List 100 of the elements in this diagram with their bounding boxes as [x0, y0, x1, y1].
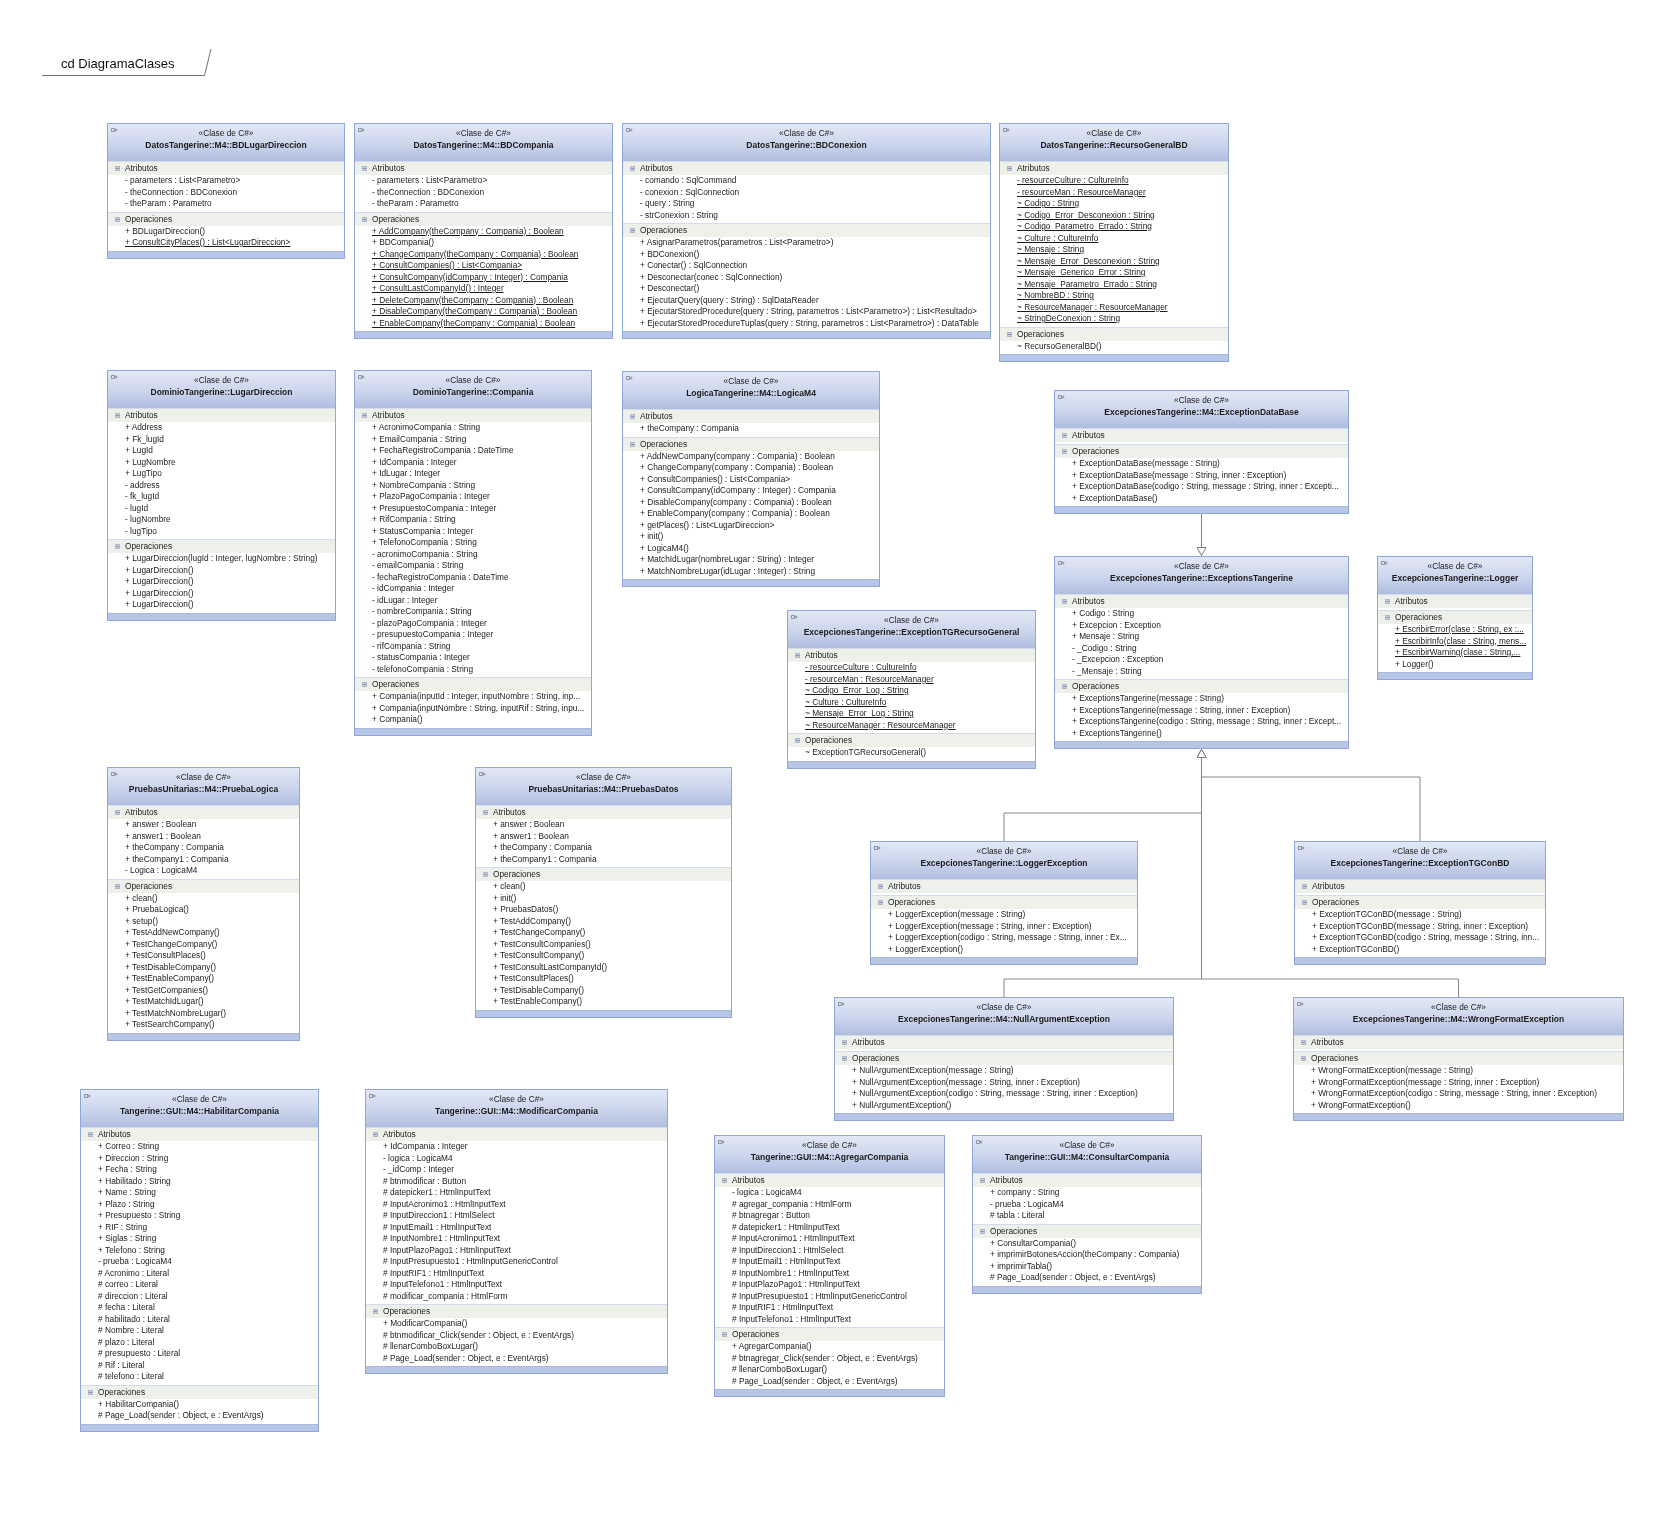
compartment-title: Atributos	[1395, 596, 1428, 607]
class-name: ExcepcionesTangerine::M4::WrongFormatException	[1352, 1014, 1565, 1025]
operation-text: + ConsultLastCompanyId() : Integer	[372, 283, 504, 295]
attribute-text: + RIF : String	[98, 1221, 148, 1233]
attribute-text: - emailCompania : String	[372, 560, 464, 572]
attribute-text: - resourceMan : ResourceManager	[1017, 186, 1146, 198]
attribute-text: # InputAcronimo1 : HtmlInputText	[383, 1198, 506, 1210]
operation-text: ~ RecursoGeneralBD()	[1017, 340, 1102, 352]
attribute-text: # InputDireccion1 : HtmlSelect	[732, 1244, 844, 1256]
attribute-text: # btnagregar : Button	[732, 1210, 810, 1222]
operations-compartment	[1294, 1051, 1623, 1113]
compartment-title: Operaciones	[1017, 328, 1065, 340]
operation-text: + LoggerException()	[888, 943, 963, 955]
compartment-title: Operaciones	[372, 679, 420, 690]
compartment-title: Atributos	[98, 1129, 131, 1140]
compartment-title: Operaciones	[372, 213, 420, 225]
class-box	[834, 997, 1174, 1121]
operation-text: + ConsultarCompania()	[990, 1237, 1076, 1249]
operation-text: # Page_Load(sender : Object, e : EventArgs)	[990, 1272, 1156, 1284]
class-box	[1294, 841, 1546, 965]
attribute-text: + Siglas : String	[98, 1233, 157, 1245]
compartment-title: Operaciones	[640, 438, 688, 450]
compartment-title: Operaciones	[125, 213, 173, 225]
class-box	[1054, 390, 1349, 514]
attribute-text: - theParam : Parametro	[372, 198, 459, 210]
operations-compartment	[1000, 326, 1228, 354]
operation-text: # btnmodificar_Click(sender : Object, e : EventArgs)	[383, 1329, 574, 1341]
operation-text: + Compania(inputId : Integer, inputNombre : String, inp...	[372, 691, 581, 703]
attribute-text: + Telefono : String	[98, 1244, 165, 1256]
operation-text: + LugarDireccion()	[125, 587, 194, 599]
class-name: DatosTangerine::M4::BDLugarDireccion	[145, 140, 307, 151]
operation-text: + ModificarCompania()	[383, 1318, 468, 1330]
stereotype-label: «Clase de C#»	[194, 375, 249, 386]
operation-text: + Logger()	[1395, 658, 1434, 670]
attribute-text: + Habilitado : String	[98, 1175, 171, 1187]
attribute-text: - resourceCulture : CultureInfo	[805, 662, 917, 674]
class-name: PruebasUnitarias::M4::PruebaLogica	[128, 784, 279, 795]
class-box	[107, 370, 336, 621]
operation-text: ~ ExceptionTGRecursoGeneral()	[805, 747, 927, 759]
attribute-text: # InputPlazoPago1 : HtmlInputText	[383, 1244, 511, 1256]
stereotype-label: «Clase de C#»	[576, 772, 631, 783]
attribute-text: - conexion : SqlConnection	[640, 186, 740, 198]
attribute-text: + IdCompania : Integer	[372, 456, 457, 468]
operation-text: + NullArgumentException(message : String)	[852, 1065, 1014, 1077]
class-name: Tangerine::GUI::M4::AgregarCompania	[750, 1152, 909, 1163]
compartment-title: Operaciones	[493, 869, 541, 880]
attribute-text: # InputPresupuesto1 : HtmlInputGenericControl	[732, 1290, 907, 1302]
operation-text: + TestMatchNombreLugar()	[125, 1007, 227, 1019]
compartment-title: Operaciones	[383, 1306, 431, 1317]
attribute-text: + LugTipo	[125, 468, 162, 480]
attributes-compartment	[871, 879, 1137, 895]
attribute-text: + theCompany1 : Compania	[493, 853, 597, 865]
attribute-text: - rifCompania : String	[372, 640, 451, 652]
attribute-text: - Logica : LogicaM4	[125, 865, 198, 877]
attribute-text: + Excepcion : Exception	[1072, 619, 1161, 631]
attribute-text: # telefono : Literal	[98, 1371, 164, 1383]
operation-text: + ConsultCityPlaces() : List<LugarDireccion>	[125, 237, 291, 249]
attribute-text: # InputNombre1 : HtmlInputText	[383, 1233, 501, 1245]
attribute-text: # InputAcronimo1 : HtmlInputText	[732, 1233, 855, 1245]
operation-text: + TestDisableCompany()	[493, 984, 584, 996]
operation-text: + clean()	[493, 881, 526, 893]
operation-text: + ConsultCompanies() : List<Compania>	[640, 473, 791, 485]
attribute-text: - idCompania : Integer	[372, 583, 455, 595]
class-name: Tangerine::GUI::M4::HabilitarCompania	[120, 1106, 279, 1117]
operation-text: + init()	[640, 531, 664, 543]
attribute-text: ~ ResourceManager : ResourceManager	[1017, 301, 1168, 313]
operation-text: + ConsultCompany(idCompany : Integer) : Compania	[640, 485, 836, 497]
operation-text: + EnableCompany(company : Compania) : Boolean	[640, 508, 830, 520]
attribute-text: # InputEmail1 : HtmlInputText	[383, 1221, 492, 1233]
operations-compartment	[835, 1051, 1173, 1113]
attribute-text: # InputTelefono1 : HtmlInputText	[732, 1313, 851, 1325]
compartment-title: Operaciones	[888, 897, 936, 908]
operation-text: + ExceptionTGConBD()	[1312, 943, 1400, 955]
class-box	[787, 610, 1036, 769]
class-box	[999, 123, 1229, 362]
stereotype-label: «Clase de C#»	[976, 1002, 1032, 1013]
class-box	[354, 123, 613, 339]
compartment-title: Atributos	[1311, 1037, 1344, 1048]
operation-text: + DisableCompany(company : Compania) : Boolean	[640, 496, 832, 508]
operation-text: + LugarDireccion(lugId : Integer, lugNombre : String)	[125, 553, 318, 565]
operation-text: + BDLugarDireccion()	[125, 225, 205, 237]
attribute-text: - address	[125, 479, 160, 491]
attribute-text: + Name : String	[98, 1187, 156, 1199]
attribute-text: ~ Mensaje_Error_Log : String	[805, 708, 914, 720]
attribute-text: - resourceMan : ResourceManager	[805, 673, 934, 685]
attribute-text: # tabla : Literal	[990, 1210, 1045, 1222]
operation-text: + TestMatchIdLugar()	[125, 996, 204, 1008]
compartment-title: Atributos	[1072, 596, 1105, 607]
operation-text: + TestGetCompanies()	[125, 984, 209, 996]
attribute-text: + company : String	[990, 1187, 1060, 1199]
stereotype-label: «Clase de C#»	[489, 1094, 544, 1105]
stereotype-label: «Clase de C#»	[779, 128, 834, 139]
attribute-text: + IdCompania : Integer	[383, 1141, 468, 1153]
attribute-text: + Correo : String	[98, 1141, 160, 1153]
attribute-text: ~ Codigo_Error_Desconexion : String	[1017, 209, 1155, 221]
attribute-text: + Codigo : String	[1072, 608, 1135, 620]
attribute-text: # correo : Literal	[98, 1279, 158, 1291]
operation-text: + TestEnableCompany()	[493, 996, 583, 1008]
attribute-text: + EmailCompania : String	[372, 433, 467, 445]
stereotype-label: «Clase de C#»	[802, 1140, 857, 1151]
